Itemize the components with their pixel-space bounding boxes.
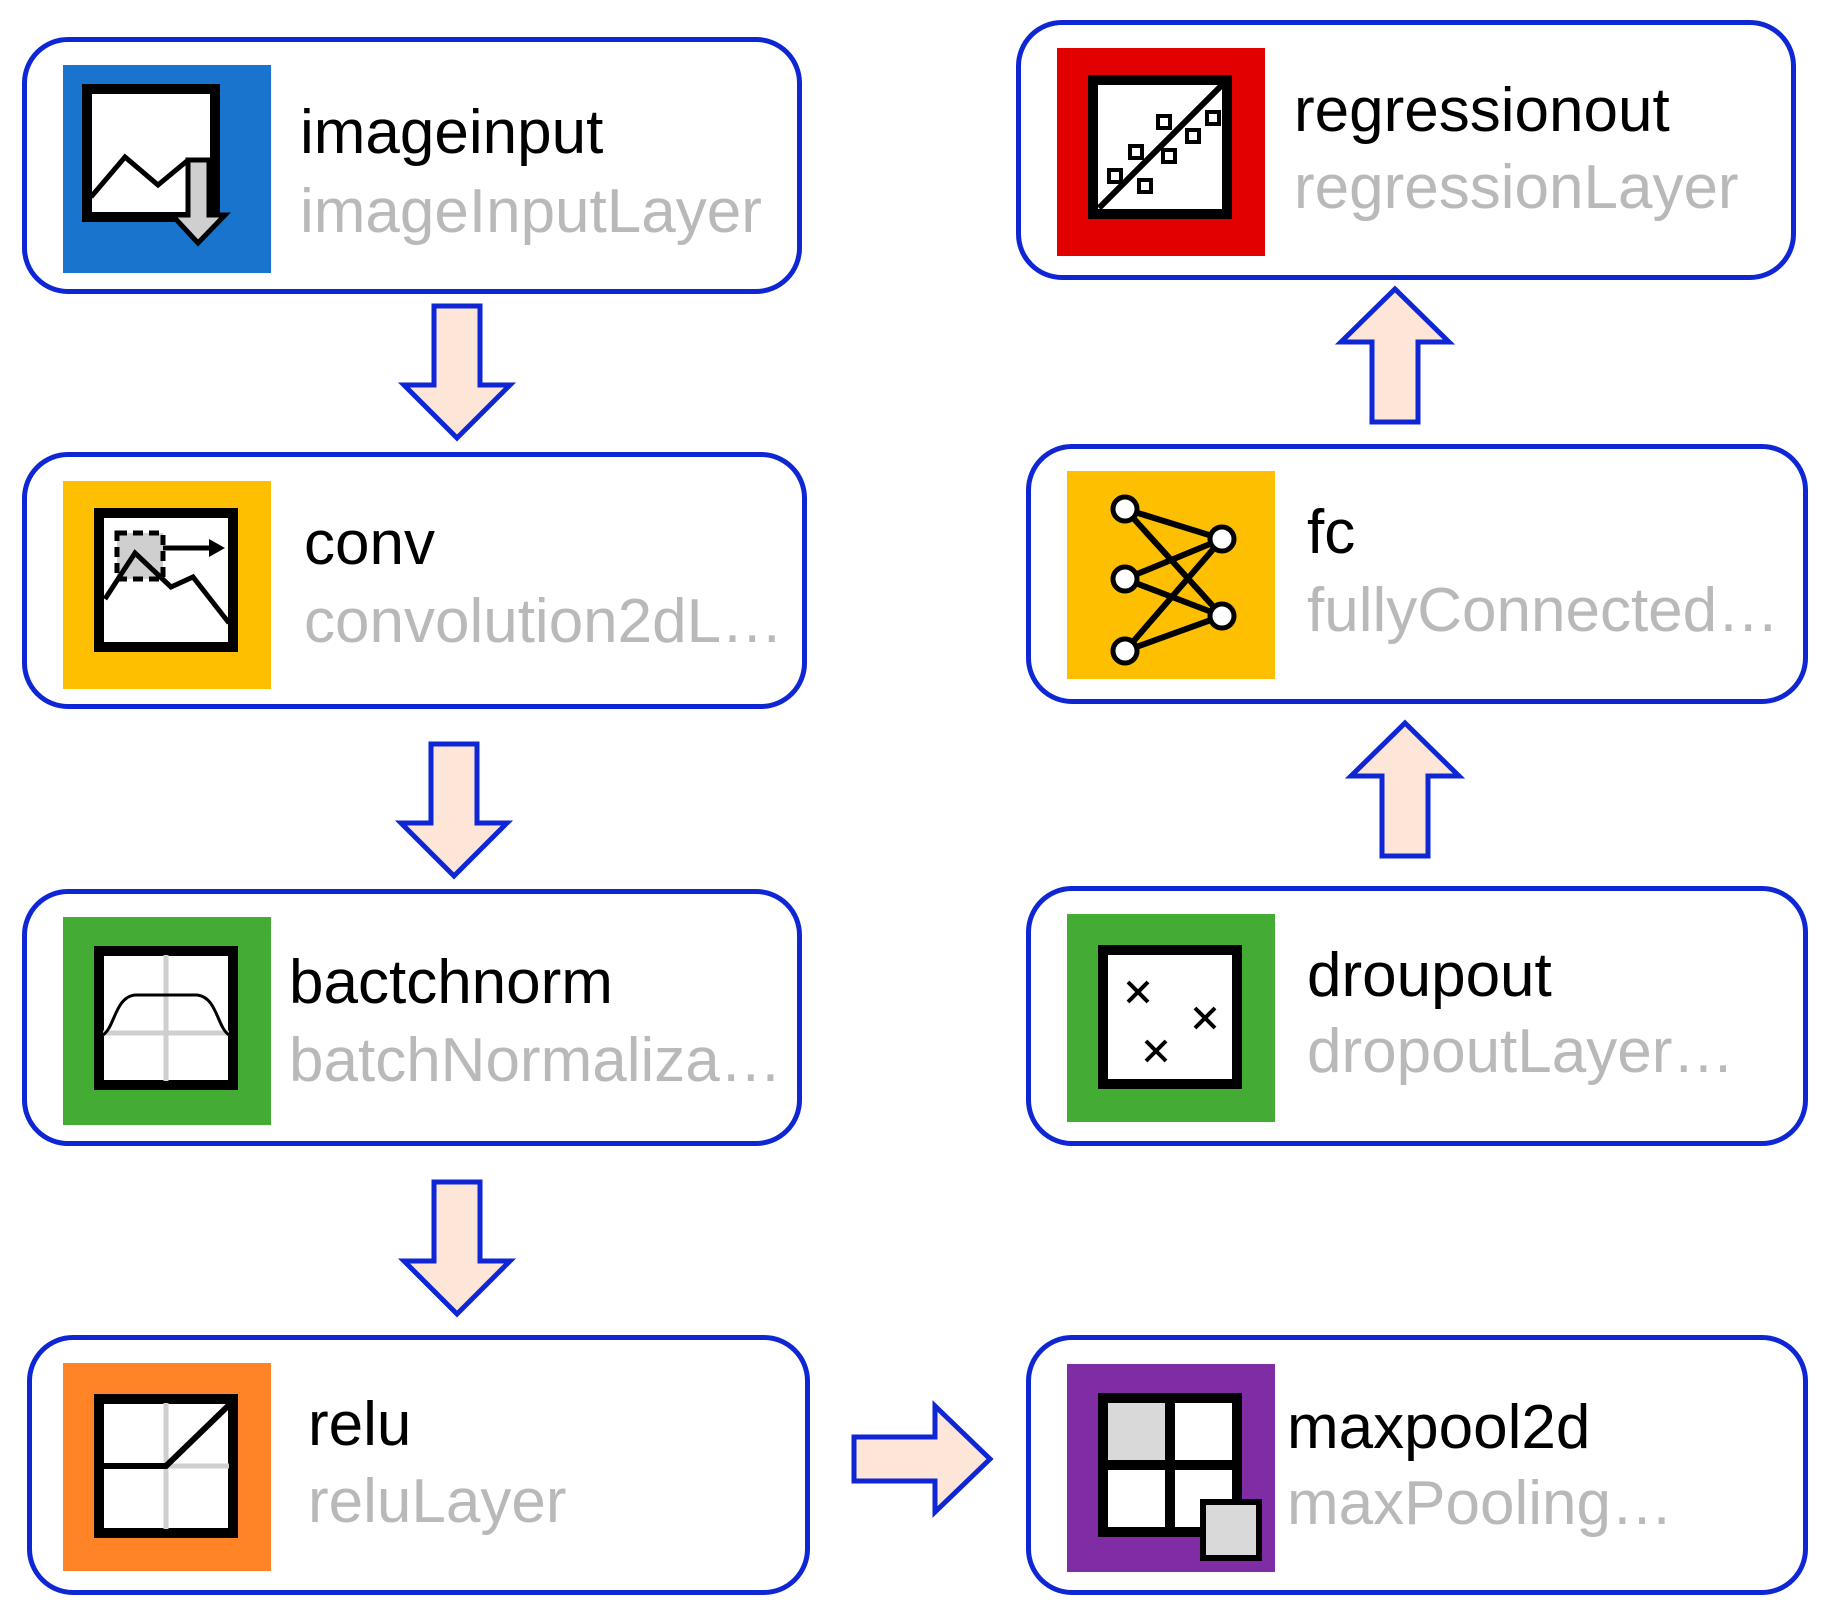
arrow-batchnorm-to-relu	[397, 1179, 517, 1318]
dropout-icon	[1067, 914, 1275, 1122]
convolution-icon	[63, 481, 271, 689]
arrow-conv-to-batchnorm	[394, 741, 514, 880]
image-input-icon	[63, 65, 271, 273]
arrow-dropout-to-fc	[1344, 719, 1466, 859]
layer-card-fc[interactable]: fc fullyConnected…	[1026, 444, 1808, 704]
layer-type-batchnorm: batchNormaliza…	[289, 1026, 782, 1095]
arrow-imageinput-to-conv	[397, 303, 517, 442]
layer-card-dropout[interactable]: droupout dropoutLayer…	[1026, 886, 1808, 1146]
layer-name-relu: relu	[308, 1390, 412, 1459]
layer-card-regressionout[interactable]: regressionout regressionLayer	[1016, 20, 1796, 280]
max-pooling-icon	[1067, 1364, 1275, 1572]
relu-icon	[63, 1363, 271, 1571]
layer-name-regressionout: regressionout	[1294, 76, 1670, 145]
batch-normalization-icon	[63, 917, 271, 1125]
layer-type-conv: convolution2dL…	[304, 587, 784, 656]
layer-name-conv: conv	[304, 509, 435, 578]
layer-name-batchnorm: bactchnorm	[289, 948, 613, 1017]
layer-card-relu[interactable]: relu reluLayer	[27, 1335, 810, 1595]
layer-card-conv[interactable]: conv convolution2dL…	[22, 452, 807, 709]
layer-name-dropout: droupout	[1307, 941, 1552, 1010]
layer-card-imageinput[interactable]: imageinput imageInputLayer	[22, 37, 802, 294]
layer-card-batchnorm[interactable]: bactchnorm batchNormaliza…	[22, 889, 802, 1146]
layer-type-dropout: dropoutLayer…	[1307, 1017, 1735, 1086]
layer-name-fc: fc	[1307, 498, 1356, 567]
arrow-fc-to-regressionout	[1334, 285, 1456, 425]
fully-connected-icon	[1067, 471, 1275, 679]
layer-type-regressionout: regressionLayer	[1294, 153, 1739, 222]
layer-type-relu: reluLayer	[308, 1467, 567, 1536]
arrow-relu-to-maxpool	[851, 1400, 994, 1518]
layer-type-maxpool2d: maxPooling…	[1287, 1469, 1673, 1538]
layer-type-imageinput: imageInputLayer	[300, 177, 762, 246]
layer-type-fc: fullyConnected…	[1307, 576, 1780, 645]
layer-name-imageinput: imageinput	[300, 98, 604, 167]
layer-card-maxpool2d[interactable]: maxpool2d maxPooling…	[1026, 1335, 1808, 1595]
layer-name-maxpool2d: maxpool2d	[1287, 1393, 1591, 1462]
regression-icon	[1057, 48, 1265, 256]
